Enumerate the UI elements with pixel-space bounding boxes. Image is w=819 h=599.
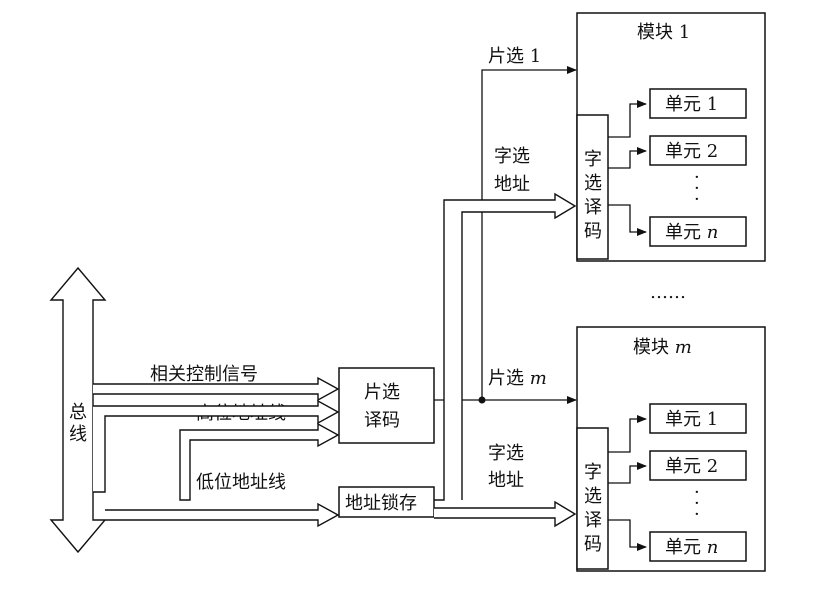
svg-text:译: 译 xyxy=(584,197,602,218)
svg-text:选: 选 xyxy=(584,173,602,194)
module-m-unit-1 xyxy=(649,403,747,434)
high-address-arrow-2 xyxy=(179,422,340,501)
module-m-vdots: · xyxy=(694,482,700,503)
svg-text:·: · xyxy=(694,493,700,514)
svg-text:·: · xyxy=(694,189,700,210)
high-address-arrow xyxy=(93,399,340,493)
svg-text:字: 字 xyxy=(584,462,602,483)
svg-text:单元 n: 单元 n xyxy=(665,222,718,243)
svg-text:单元 n: 单元 n xyxy=(665,537,718,558)
word-address-top-label-2: 地址 xyxy=(494,174,530,195)
module-m: 模块 m 字 选 译 码 单元 1 单元 2 单元 n · · · xyxy=(576,326,766,572)
bus-label-1: 总 xyxy=(69,402,87,423)
module-m-unit-2 xyxy=(649,450,747,481)
bus-arrow xyxy=(49,266,107,554)
svg-text:单元 2: 单元 2 xyxy=(665,456,718,477)
control-signal-arrow xyxy=(93,376,340,402)
module-m-title: 模块 m xyxy=(633,337,692,358)
word-address-top-label-1: 字选 xyxy=(494,146,530,167)
module-1-vdots: · xyxy=(694,167,700,188)
chip-select-1-label: 片选 1 xyxy=(488,46,541,67)
module-m-word-decoder xyxy=(576,427,609,570)
word-address-bottom-label-2: 地址 xyxy=(488,470,524,491)
svg-text:码: 码 xyxy=(584,534,602,555)
chip-select-m-label: 片选 m xyxy=(488,368,547,389)
chip-select-decoder-label-1: 片选 xyxy=(364,382,400,403)
module-1-word-decoder xyxy=(576,114,609,260)
svg-text:字: 字 xyxy=(584,149,602,170)
svg-text:单元 1: 单元 1 xyxy=(665,94,718,115)
module-ellipsis: …… xyxy=(650,282,686,303)
word-address-arrow-top xyxy=(434,192,577,501)
module-1-unit-1 xyxy=(649,88,747,119)
chip-select-1-line xyxy=(481,66,577,400)
svg-text:码: 码 xyxy=(584,221,602,242)
svg-text:单元 1: 单元 1 xyxy=(665,409,718,430)
module-1-unit-n xyxy=(649,216,747,247)
module-1: 模块 1 字 选 译 码 单元 1 单元 2 单元 n · · · xyxy=(576,12,766,262)
svg-text:·: · xyxy=(694,504,700,525)
svg-text:·: · xyxy=(694,178,700,199)
svg-text:单元 2: 单元 2 xyxy=(665,141,718,162)
chip-select-decoder xyxy=(338,367,435,444)
bus-label-2: 线 xyxy=(69,424,87,445)
low-address-arrow xyxy=(105,502,340,528)
word-address-bottom-label-1: 字选 xyxy=(488,443,524,464)
junction-dot xyxy=(478,396,486,404)
module-m-unit-n xyxy=(649,531,747,562)
address-latch-label: 地址锁存 xyxy=(345,493,417,514)
chip-select-decoder-label-2: 译码 xyxy=(364,410,400,431)
low-address-label: 低位地址线 xyxy=(196,472,286,493)
address-latch xyxy=(338,486,435,518)
module-1-title: 模块 1 xyxy=(637,22,690,43)
svg-text:译: 译 xyxy=(584,510,602,531)
word-address-arrow-bottom xyxy=(434,500,577,528)
control-signal-label: 相关控制信号 xyxy=(150,364,258,385)
module-1-unit-2 xyxy=(649,135,747,166)
svg-text:选: 选 xyxy=(584,486,602,507)
